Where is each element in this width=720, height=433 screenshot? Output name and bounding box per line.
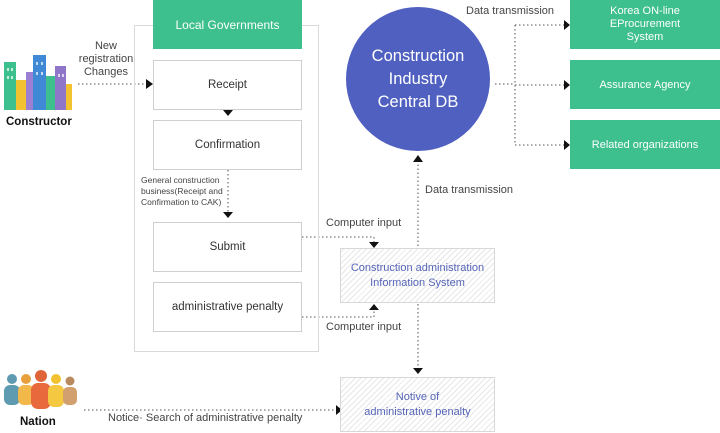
constructor-flow-label: New registration Changes [78,40,134,78]
arrowhead [413,155,423,162]
arrowhead [413,368,423,374]
people-group-icon [4,370,77,409]
construction-administration-information-system: Construction administration Information … [340,248,495,303]
recipient-korea-online-eprocurement: Korea ON-line EProcurement System [570,0,720,49]
arrowhead [336,405,342,415]
arrowhead [223,110,233,116]
arrowhead [369,242,379,248]
arrowhead [223,212,233,218]
general-construction-note: General construction business(Receipt an… [141,175,223,207]
step-submit: Submit [153,222,302,272]
step-confirmation: Confirmation [153,120,302,170]
computer-input-label-bottom: Computer input [326,321,402,333]
local-governments-header: Local Governments [153,0,302,49]
central-db-circle: Construction Industry Central DB [346,7,490,151]
nation-flow-label: Notice· Search of administrative penalty [108,412,303,424]
arrowhead [146,79,153,89]
city-buildings-icon [4,55,72,110]
nation-label: Nation [20,416,56,428]
recipient-related-organizations: Related organizations [570,120,720,169]
recipient-assurance-agency: Assurance Agency [570,60,720,109]
data-transmission-label: Data transmission [466,5,555,17]
step-administrative-penalty: administrative penalty [153,282,302,332]
step-receipt: Receipt [153,60,302,110]
data-transmission-label-db: Data transmission [425,184,514,196]
notice-of-administrative-penalty: Notive of administrative penalty [340,377,495,432]
constructor-label: Constructor [6,116,72,128]
arrowhead [369,304,379,310]
computer-input-label-top: Computer input [326,217,402,229]
